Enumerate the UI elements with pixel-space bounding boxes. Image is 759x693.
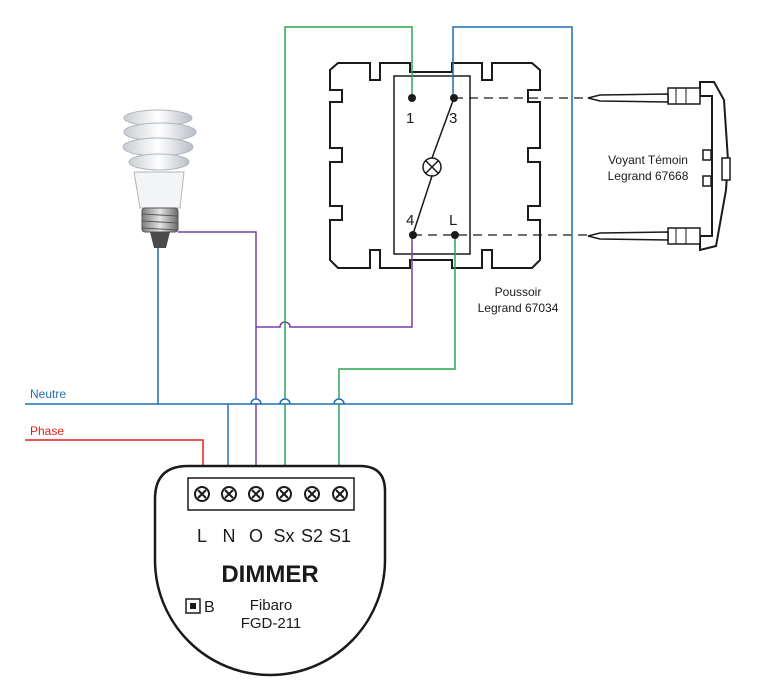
button-b-label: B	[204, 599, 215, 616]
terminal-screw-l-icon	[194, 486, 210, 502]
switch-name-line1: Poussoir	[495, 285, 542, 299]
dimmer-brand: Fibaro	[250, 597, 293, 614]
terminal-label-O: O	[249, 526, 263, 546]
terminal-label-3: 3	[449, 110, 457, 127]
indicator-probe	[667, 227, 701, 245]
terminal-label-1: 1	[406, 110, 414, 127]
switch-name-line2: Legrand 67034	[478, 301, 559, 315]
dimmer-body	[153, 464, 387, 677]
lamp-output-wire	[178, 231, 413, 484]
neutre-label: Neutre	[30, 387, 66, 401]
dimmer-model: FGD-211	[241, 615, 302, 632]
push-button-switch	[329, 62, 541, 269]
switch-terminal-3	[450, 94, 458, 102]
switch-contact-line	[431, 97, 455, 159]
indicator-pin	[587, 231, 669, 241]
terminal-labels: L N O Sx S2 S1	[197, 526, 351, 546]
indicator-name-line1: Voyant Témoin	[608, 153, 688, 167]
indicator-pin	[587, 93, 669, 103]
switch-input-wire	[284, 26, 456, 484]
terminal-screw-s2-icon	[304, 486, 320, 502]
terminal-screw-n-icon	[221, 486, 237, 502]
terminal-label-L: L	[449, 212, 457, 229]
terminal-block	[187, 477, 355, 511]
terminal-screw-o-icon	[248, 486, 264, 502]
switch-terminal-1	[408, 94, 416, 102]
phase-label: Phase	[30, 424, 64, 438]
switch-terminal-4	[409, 231, 417, 239]
indicator-light	[587, 81, 731, 252]
terminal-label-L: L	[197, 526, 207, 546]
terminal-label-S2: S2	[301, 526, 323, 546]
switch-contact-line	[412, 175, 433, 235]
terminal-screw-sx-icon	[276, 486, 292, 502]
light-bulb-icon	[122, 109, 197, 248]
indicator-clip	[702, 149, 712, 161]
indicator-probe	[667, 87, 701, 105]
terminal-label-4: 4	[406, 212, 414, 229]
indicator-name-line2: Legrand 67668	[608, 169, 689, 183]
terminal-screws	[194, 486, 348, 502]
lamp-symbol-icon	[422, 157, 442, 177]
switch-terminal-L	[451, 231, 459, 239]
dimmer-title: DIMMER	[221, 561, 318, 588]
indicator-clip	[721, 157, 731, 181]
terminal-label-N: N	[223, 526, 236, 546]
terminal-label-Sx: Sx	[273, 526, 294, 546]
terminal-screw-s1-icon	[332, 486, 348, 502]
indicator-clip	[702, 175, 712, 187]
dimmer-module: L N O Sx S2 S1 DIMMER B Fibaro FGD-211	[153, 464, 387, 677]
indicator-body	[699, 81, 730, 252]
terminal-label-S1: S1	[329, 526, 351, 546]
